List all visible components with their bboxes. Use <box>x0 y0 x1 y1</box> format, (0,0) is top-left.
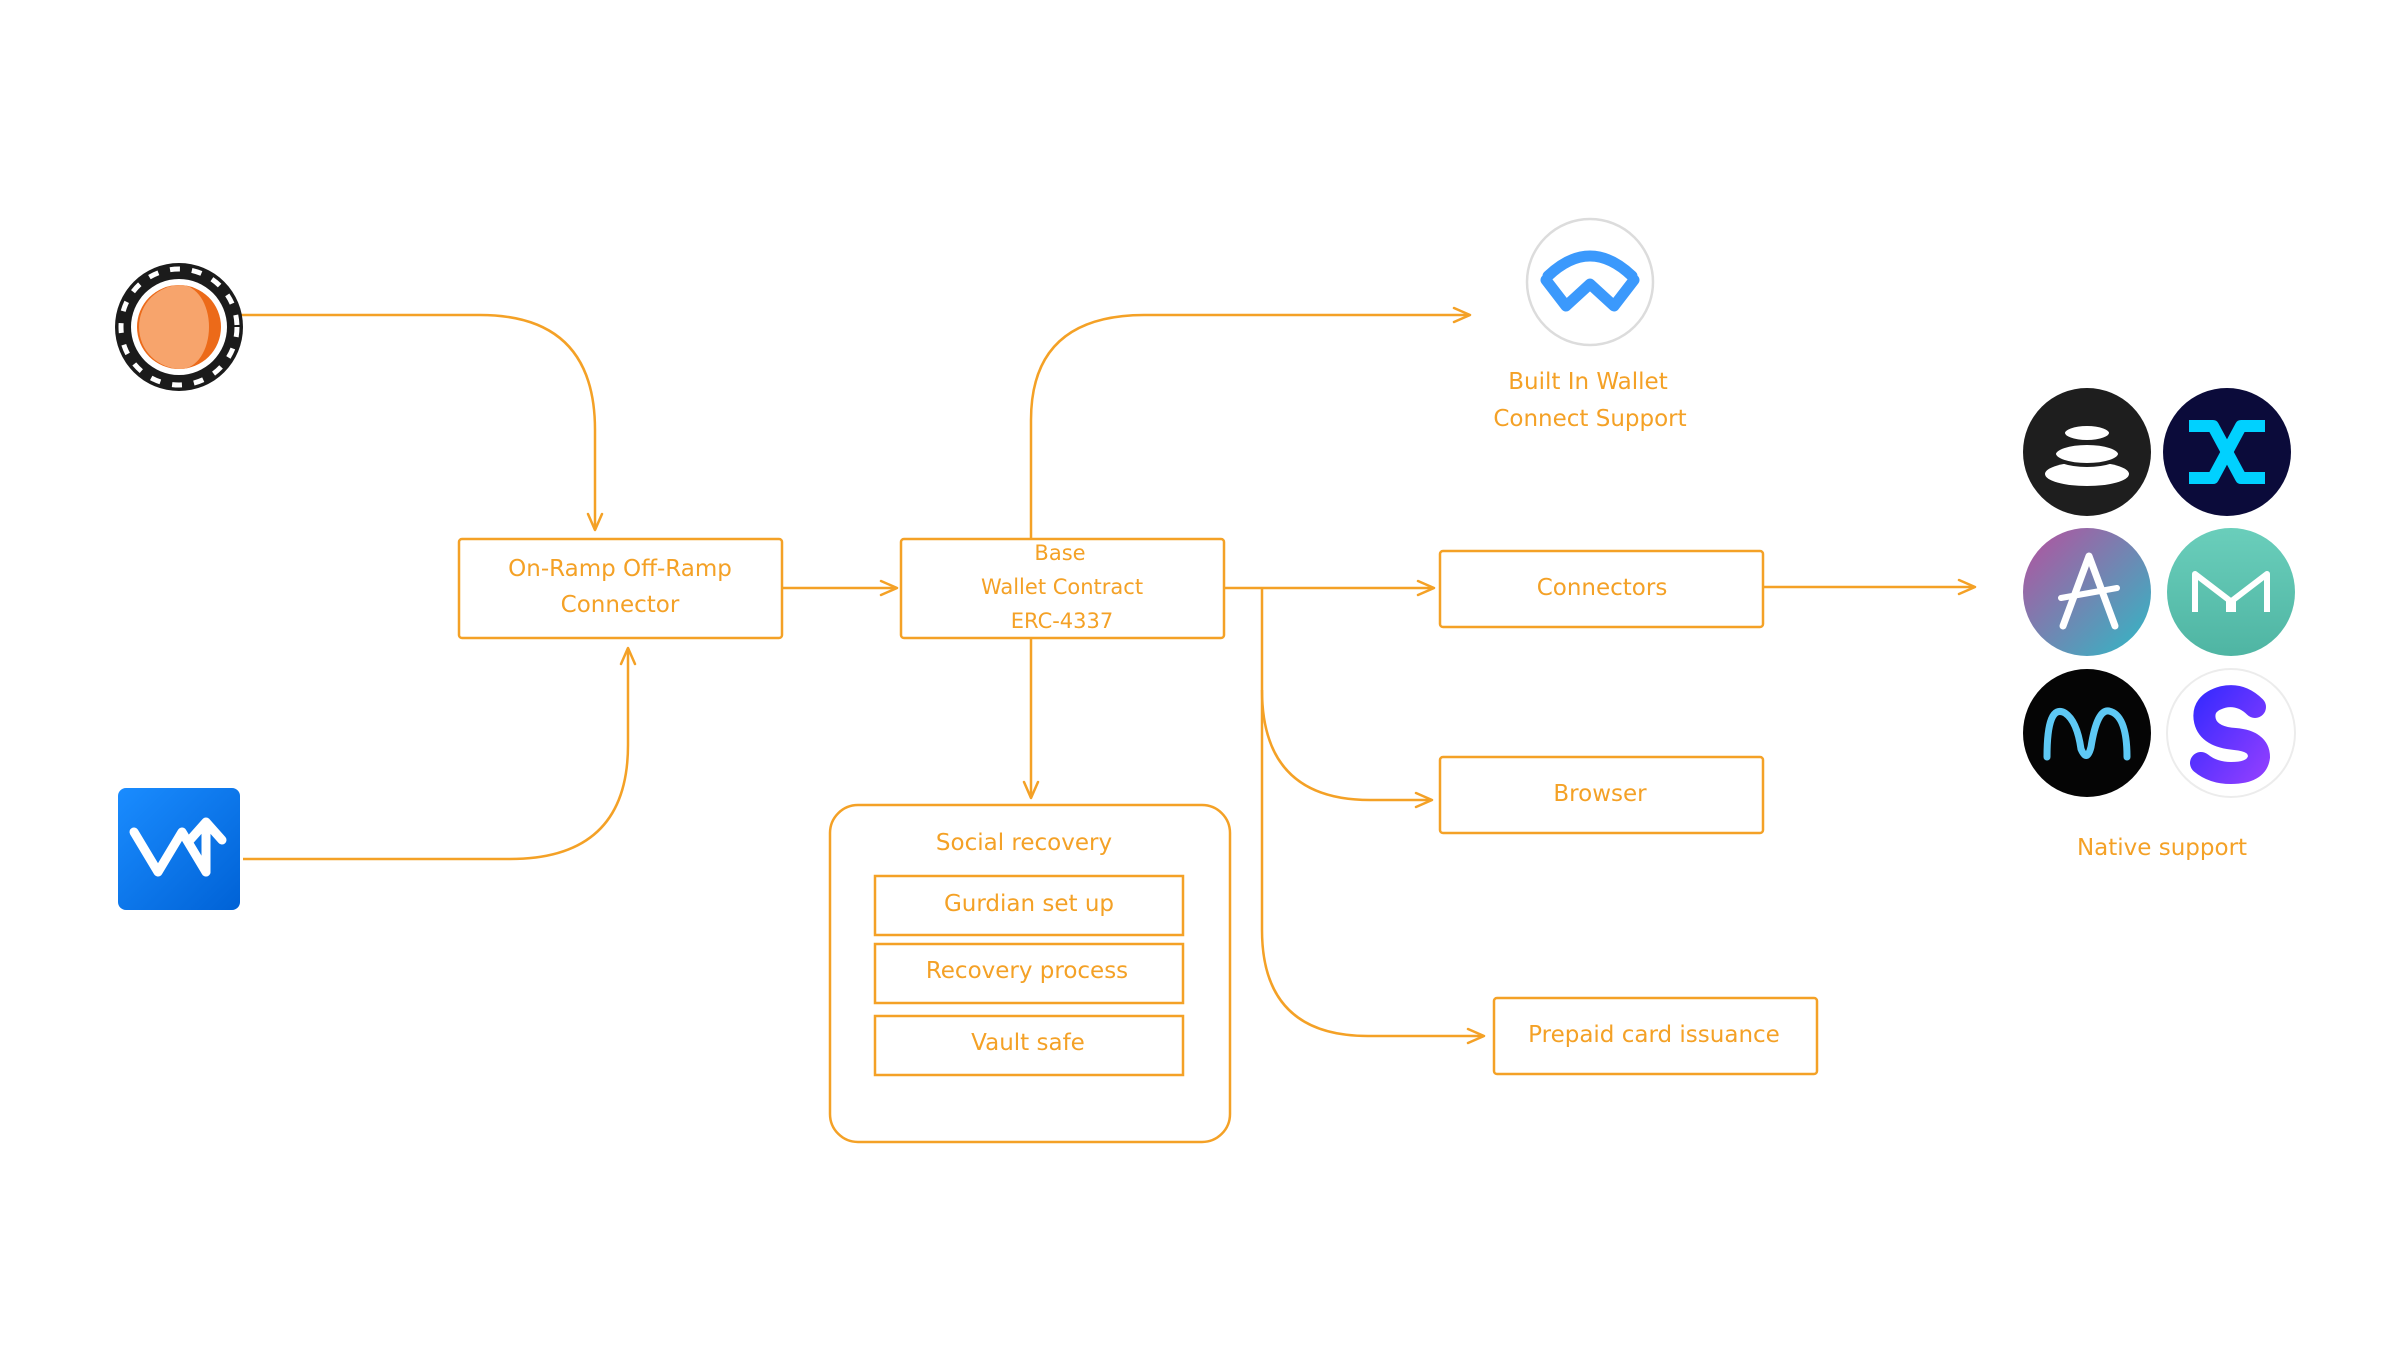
onramp-label-line1: On-Ramp Off-Ramp <box>508 556 732 582</box>
wallet-contract-box <box>899 537 1226 640</box>
social-item-label-1: Recovery process <box>926 958 1128 984</box>
aave-icon <box>2023 528 2151 656</box>
connectors-label: Connectors <box>1537 575 1668 601</box>
walletconnect-label-line1: Built In Wallet <box>1508 369 1667 395</box>
native-support-label: Native support <box>2077 835 2247 861</box>
flow-wallet-to-prepaid <box>1260 690 1486 1045</box>
superfluid-icon <box>2166 668 2296 798</box>
onramp-provider-icon <box>115 263 243 391</box>
social-item-box-0 <box>873 874 1185 937</box>
exchange-provider-icon <box>118 788 240 910</box>
mstable-icon <box>2023 669 2151 797</box>
flow-lines <box>215 306 1977 1045</box>
social-recovery-title: Social recovery <box>936 830 1112 856</box>
onramp-label-line2: Connector <box>561 592 680 618</box>
flow-wallet-to-walletconnect <box>1029 306 1472 538</box>
balancer-icon <box>2023 388 2151 516</box>
social-item-box-1 <box>873 942 1185 1005</box>
social-item-label-2: Vault safe <box>971 1030 1085 1056</box>
wallet-label-line2: Wallet Contract <box>981 575 1143 599</box>
flow-exchange-icon-to-connector <box>243 646 637 861</box>
walletconnect-icon <box>1525 217 1655 347</box>
maker-icon <box>2167 528 2295 656</box>
synthetix-icon <box>2163 388 2291 516</box>
prepaid-box <box>1492 996 1819 1076</box>
wallet-label-line3: ERC-4337 <box>1011 609 1114 633</box>
social-item-box-2 <box>873 1014 1185 1077</box>
browser-box <box>1438 755 1765 835</box>
flow-onramp-icon-to-connector <box>215 313 604 532</box>
onramp-connector-box <box>457 537 784 640</box>
wallet-label-line1: Base <box>1034 541 1085 565</box>
social-item-label-0: Gurdian set up <box>944 891 1114 917</box>
prepaid-label: Prepaid card issuance <box>1528 1022 1780 1048</box>
flow-wallet-to-browser <box>1260 588 1434 809</box>
connectors-box <box>1438 549 1765 629</box>
browser-label: Browser <box>1553 781 1647 807</box>
walletconnect-label-line2: Connect Support <box>1493 406 1686 432</box>
